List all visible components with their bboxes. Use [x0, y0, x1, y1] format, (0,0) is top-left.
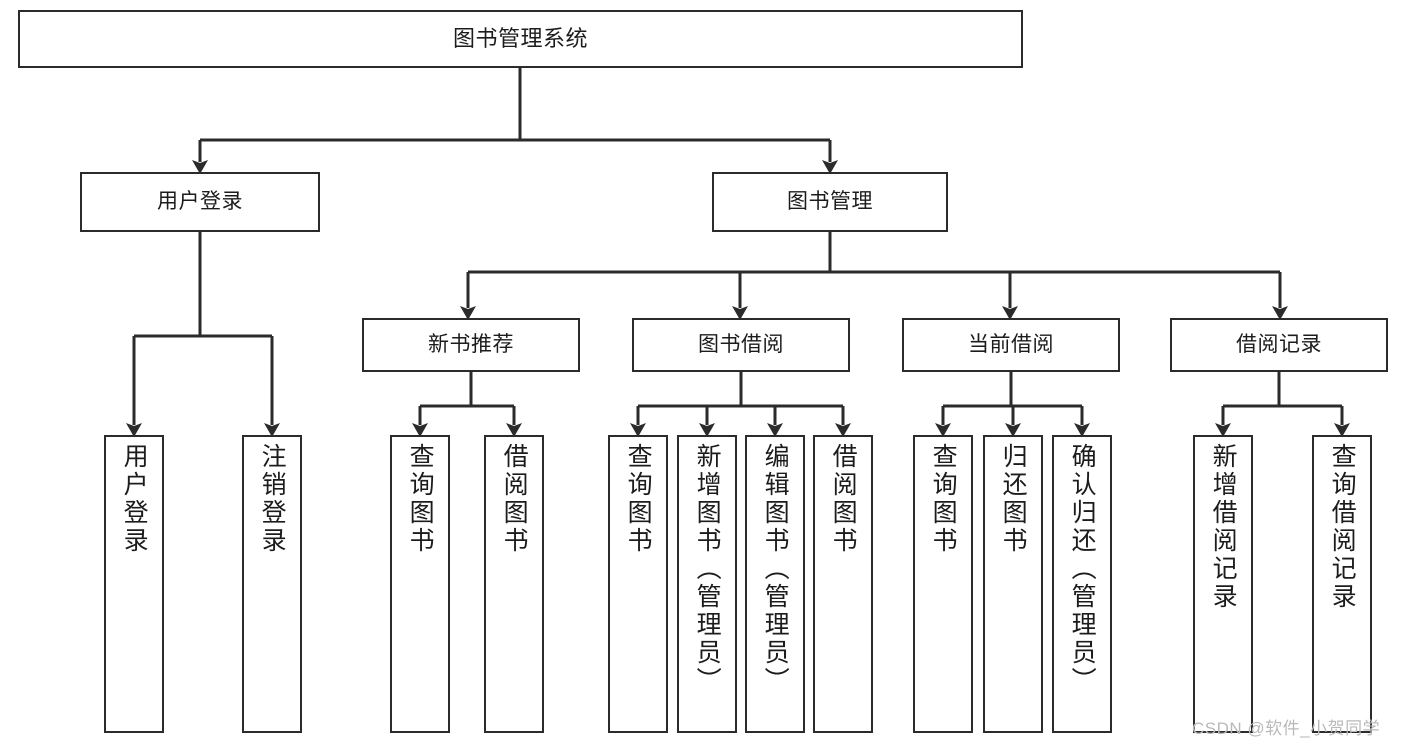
node-root[interactable]: 图书管理系统: [18, 10, 1023, 68]
leaf-user-login[interactable]: 用户登录: [104, 435, 164, 733]
leaf-query-book-1-label: 查询图书: [406, 443, 435, 555]
node-book-manage[interactable]: 图书管理: [712, 172, 948, 232]
node-current-borrow[interactable]: 当前借阅: [902, 318, 1120, 372]
leaf-edit-book[interactable]: 编辑图书（管理员）: [745, 435, 805, 733]
leaf-borrow-book-1-label: 借阅图书: [500, 443, 529, 555]
node-book-borrow-label: 图书借阅: [698, 332, 784, 356]
leaf-borrow-book-1[interactable]: 借阅图书: [484, 435, 544, 733]
leaf-add-book[interactable]: 新增图书（管理员）: [677, 435, 737, 733]
leaf-add-record-label: 新增借阅记录: [1209, 443, 1238, 611]
node-user-login[interactable]: 用户登录: [80, 172, 320, 232]
leaf-query-book-2-label: 查询图书: [624, 443, 653, 555]
leaf-confirm-return[interactable]: 确认归还（管理员）: [1052, 435, 1112, 733]
node-root-label: 图书管理系统: [452, 26, 588, 52]
node-book-manage-label: 图书管理: [787, 189, 873, 213]
node-borrow-record[interactable]: 借阅记录: [1170, 318, 1388, 372]
watermark-text: CSDN @软件_小贺同学: [1192, 719, 1381, 738]
leaf-borrow-book-2-label: 借阅图书: [829, 443, 858, 555]
node-new-book-rec[interactable]: 新书推荐: [362, 318, 580, 372]
node-new-book-rec-label: 新书推荐: [428, 332, 514, 356]
leaf-edit-book-label: 编辑图书（管理员）: [761, 443, 790, 695]
leaf-confirm-return-label: 确认归还（管理员）: [1068, 443, 1097, 695]
node-book-borrow[interactable]: 图书借阅: [632, 318, 850, 372]
leaf-add-book-label: 新增图书（管理员）: [693, 443, 722, 695]
leaf-query-record-label: 查询借阅记录: [1328, 443, 1357, 611]
node-borrow-record-label: 借阅记录: [1236, 332, 1322, 356]
leaf-borrow-book-2[interactable]: 借阅图书: [813, 435, 873, 733]
leaf-return-book[interactable]: 归还图书: [983, 435, 1043, 733]
leaf-user-login-label: 用户登录: [120, 443, 149, 555]
leaf-query-book-3[interactable]: 查询图书: [913, 435, 973, 733]
leaf-add-record[interactable]: 新增借阅记录: [1193, 435, 1253, 733]
leaf-logout[interactable]: 注销登录: [242, 435, 302, 733]
leaf-query-book-1[interactable]: 查询图书: [390, 435, 450, 733]
leaf-query-book-2[interactable]: 查询图书: [608, 435, 668, 733]
leaf-query-record[interactable]: 查询借阅记录: [1312, 435, 1372, 733]
node-user-login-label: 用户登录: [157, 189, 243, 213]
node-current-borrow-label: 当前借阅: [968, 332, 1054, 356]
leaf-logout-label: 注销登录: [258, 443, 287, 555]
leaf-return-book-label: 归还图书: [999, 443, 1028, 555]
leaf-query-book-3-label: 查询图书: [929, 443, 958, 555]
